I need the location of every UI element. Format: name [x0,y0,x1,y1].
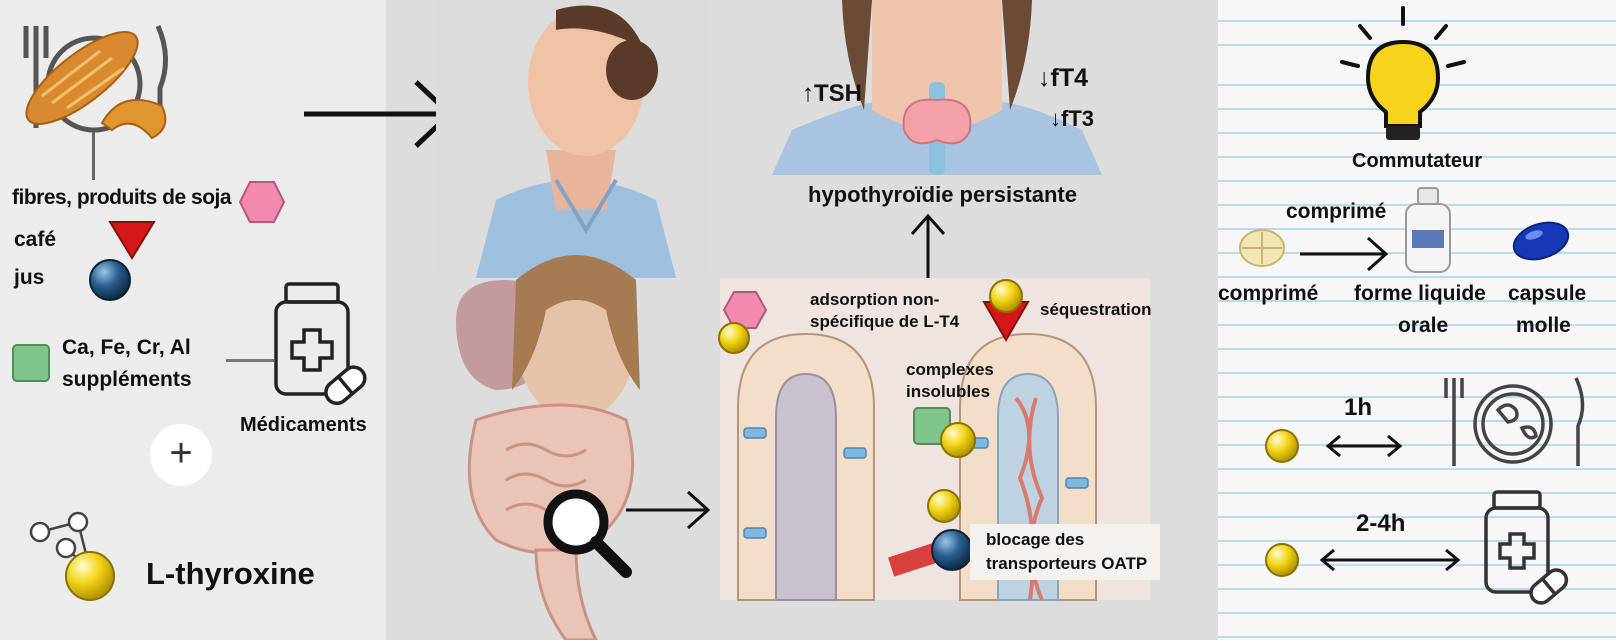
ft4-label: ↓fT4 [1038,64,1088,92]
tablet-label: comprimé [1218,282,1319,305]
switch-label: Commutateur [1352,150,1483,172]
oatp-transporter-blocked-icon [888,529,973,577]
arrow-right-icon [1300,236,1389,272]
interval-meds-label: 2-4h [1356,510,1406,537]
ltx-molecule-icon [1265,429,1299,463]
interval-food-label: 1h [1344,394,1373,421]
outcome-label: hypothyroïdie persistante [808,182,1077,207]
adsorption-line2: spécifique de L-T4 [810,312,960,331]
fiber-hexagon-icon [238,181,286,223]
plate-food-icon [1444,377,1585,466]
connector-line [226,359,274,362]
softgel-capsule-icon [1512,221,1570,261]
ltx-molecule-icon [1265,543,1299,577]
left-panel: fibres, produits de soja café jus Ca, Fe… [0,0,386,640]
food-item-juice: jus [14,266,45,289]
plus-badge: + [150,424,212,486]
ft3-label: ↓fT3 [1050,106,1094,131]
sequestration-label: séquestration [1040,300,1152,319]
plate-bread-icon [23,24,169,140]
liquid-bottle-icon [1405,187,1451,273]
connector-line [92,132,95,180]
supplements-line2: suppléments [62,368,192,391]
coffee-triangle-ltx-icon [982,279,1030,342]
blocking-line2: transporteurs OATP [986,554,1148,573]
magnifier-icon [543,489,632,578]
woman-profile-image [436,0,708,278]
fiber-hexagon-ltx-icon [718,291,768,354]
double-arrow-icon [1325,434,1403,458]
softcap-line2: molle [1516,314,1571,337]
supplements-line1: Ca, Fe, Cr, Al [62,336,191,359]
liquid-line2: orale [1398,314,1449,337]
right-panel: Commutateur comprimé comprimé forme liqu… [1218,0,1616,640]
blocking-line1: blocage des [986,530,1085,549]
tablet-icon [1239,229,1285,267]
food-item-fibres: fibres, produits de soja [12,186,232,209]
blocking-label-box [970,524,1160,580]
thyroid-neck-image [772,0,1102,175]
l-thyroxine-molecule-icon [29,511,115,601]
liquid-line1: forme liquide [1354,282,1486,305]
tsh-label: ↑TSH [802,80,862,107]
juice-sphere-icon [89,259,131,301]
drug-label: L-thyroxine [146,556,315,591]
arrow-right-icon [626,490,711,530]
middle-panel: ↑TSH ↓fT4 ↓fT3 hypothyroïdie persistante [304,0,1218,640]
lightbulb-icon [1340,6,1466,140]
double-arrow-icon [1319,548,1461,572]
digestive-system-image [456,255,640,640]
adsorption-line1: adsorption non- [810,290,940,309]
complexes-line1: complexes [906,360,994,379]
coffee-triangle-icon [108,221,156,260]
medication-jar-icon [274,282,367,406]
medication-jar-icon [1484,490,1569,605]
tablet-top-label: comprimé [1286,200,1387,223]
complexes-line2: insolubles [906,382,991,401]
ltx-molecule-icon [927,489,961,523]
mineral-ltx-complex-icon [913,407,976,458]
softcap-line1: capsule [1508,282,1587,305]
medications-label: Médicaments [240,414,367,436]
food-item-coffee: café [14,228,57,251]
mineral-square-icon [12,344,50,382]
